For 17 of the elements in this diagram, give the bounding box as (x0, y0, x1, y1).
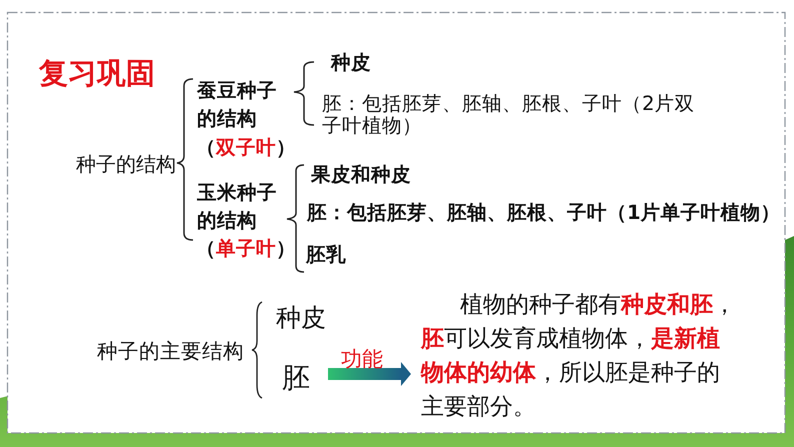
part-label: 种皮 (276, 302, 326, 334)
part-description: 胚：包括胚芽、胚轴、胚根、子叶（1片单子叶植物） (307, 200, 781, 226)
category-label: 种子的结构 (76, 151, 176, 177)
part-label: 果皮和种皮 (311, 162, 411, 188)
term-label: 胚 (280, 360, 328, 396)
part-label: 种皮 (331, 50, 371, 76)
seed-type-label: （单子叶） (196, 236, 296, 262)
category-label: 种子的主要结构 (97, 338, 244, 364)
explanation-text: 植物的种子都有种皮和胚，胚可以发育成植物体，是新植物体的幼体，所以胚是种子的主要部分。 (411, 288, 737, 424)
subcategory-label: 玉米种子的结构 (197, 180, 278, 234)
subcategory-label: 蚕豆种子的结构 (197, 78, 278, 132)
page-title: 复习巩固 (39, 55, 155, 91)
arrow (328, 362, 411, 386)
seed-type-label: （双子叶） (196, 135, 296, 161)
part-description: 胚：包括胚芽、胚轴、胚根、子叶（2片双子叶植物） (322, 93, 696, 137)
edge-label: 功能 (341, 346, 383, 372)
part-label: 胚乳 (306, 242, 346, 268)
